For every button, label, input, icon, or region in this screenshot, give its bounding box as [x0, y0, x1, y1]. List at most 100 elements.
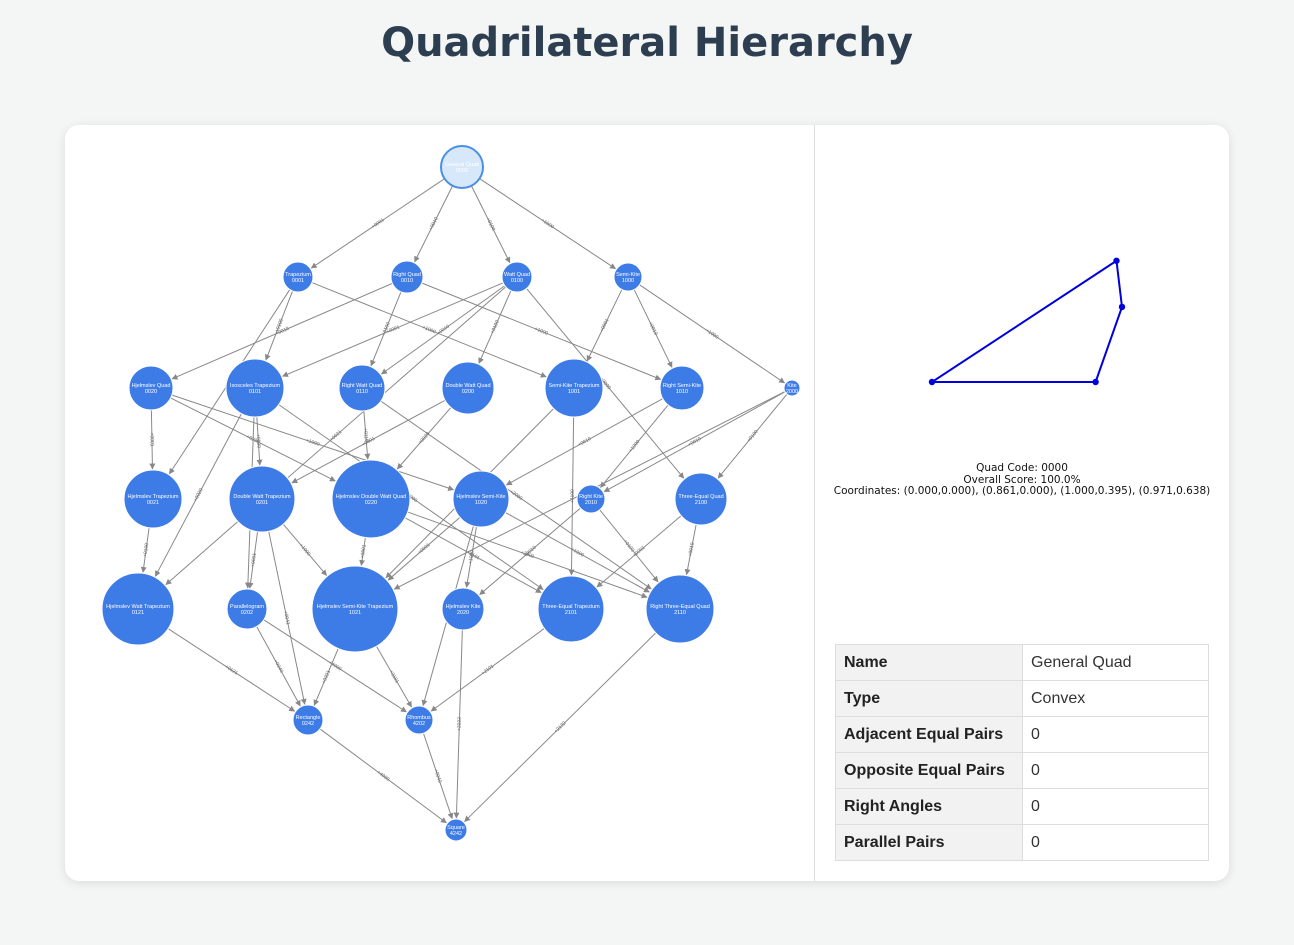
edge-label: +0100 [381, 321, 392, 336]
edge-label: +0010 [275, 326, 290, 337]
graph-edge [376, 646, 412, 708]
node-circle [101, 572, 175, 646]
node-name: Trapezium [285, 272, 311, 278]
graph-edge [282, 523, 327, 576]
edge-label: +0001 [599, 318, 611, 333]
hierarchy-graph[interactable]: +0001+0010+0100+1000+0100+0020+1000+0010… [65, 125, 814, 881]
graph-edge [256, 626, 301, 707]
graph-edge [140, 527, 150, 573]
table-row: Right Angles 0 [835, 788, 1209, 825]
node-name: Three-Equal Trapezium [542, 604, 600, 610]
node-code: 2100 [695, 500, 707, 506]
node-circle [228, 465, 296, 533]
edge-label: +0100 [274, 318, 285, 333]
graph-edge [600, 404, 669, 488]
node-code: 0021 [147, 500, 159, 506]
property-key: Name [835, 644, 1023, 681]
node-circle [783, 379, 801, 397]
quad-vertex [1113, 257, 1120, 264]
node-name: Double Watt Quad [445, 383, 490, 389]
edge-label: +0040 [272, 659, 284, 674]
table-row: Adjacent Equal Pairs 0 [835, 716, 1209, 753]
edge-label: +0001 [385, 324, 400, 335]
graph-edge [387, 517, 461, 581]
table-row: Opposite Equal Pairs 0 [835, 752, 1209, 789]
node-circle [331, 459, 411, 539]
node-code: 2101 [565, 610, 577, 616]
quad-code-label: Quad Code: 0000 [976, 462, 1068, 474]
node-code: 0110 [356, 389, 368, 395]
node-circle [123, 469, 183, 529]
graph-edge [479, 507, 581, 596]
page-title: Quadrilateral Hierarchy [381, 20, 913, 66]
property-key: Adjacent Equal Pairs [835, 716, 1023, 753]
node-circle [501, 261, 533, 293]
graph-edge [464, 526, 477, 588]
graph-edge [310, 178, 445, 269]
edge-label: +0020 [193, 487, 205, 502]
edge-label: +0801 [360, 544, 368, 559]
node-circle [576, 484, 606, 514]
edge-label: +0221 [321, 669, 332, 684]
node-name: Rectangle [296, 715, 321, 721]
graph-edge [311, 282, 547, 378]
node-name: Right Three-Equal Quad [650, 604, 710, 610]
graph-edge [363, 410, 371, 460]
graph-edge [599, 509, 659, 583]
edge-label: +1000 [628, 439, 642, 454]
coordinates-label: Coordinates: (0.000,0.000), (0.861,0.000… [833, 485, 1211, 497]
node-name: Isosceles Trapezium [230, 383, 281, 389]
graph-edge [319, 728, 447, 824]
node-name: Double Watt Trapezium [233, 494, 291, 500]
quad-vertex [1092, 378, 1099, 386]
node-code: 1010 [676, 389, 688, 395]
edge-label: +0010 [647, 321, 659, 336]
property-value: General Quad [1022, 644, 1209, 681]
graph-edge [396, 407, 452, 470]
node-name: Hjelmslev Watt Trapezium [106, 604, 170, 610]
edge-label: +1100 [570, 489, 576, 503]
edge-label: +0100 [485, 217, 497, 232]
edge-label: +1000 [533, 326, 548, 337]
node-code: 0020 [145, 389, 157, 395]
node-code: 2000 [786, 389, 798, 395]
node-code: 0200 [462, 389, 474, 395]
node-code: 0101 [249, 389, 261, 395]
edge-label: +1000 [421, 325, 436, 336]
edge-label: +0100 [746, 429, 760, 444]
quad-vertices [928, 257, 1126, 386]
edge-label: +0010 [687, 436, 702, 448]
graph-edge [422, 733, 454, 820]
graph-edge [639, 284, 786, 384]
edge-label: +1000 [704, 328, 719, 341]
node-name: Right Semi-Kite [663, 383, 701, 389]
node-circle [444, 818, 468, 842]
